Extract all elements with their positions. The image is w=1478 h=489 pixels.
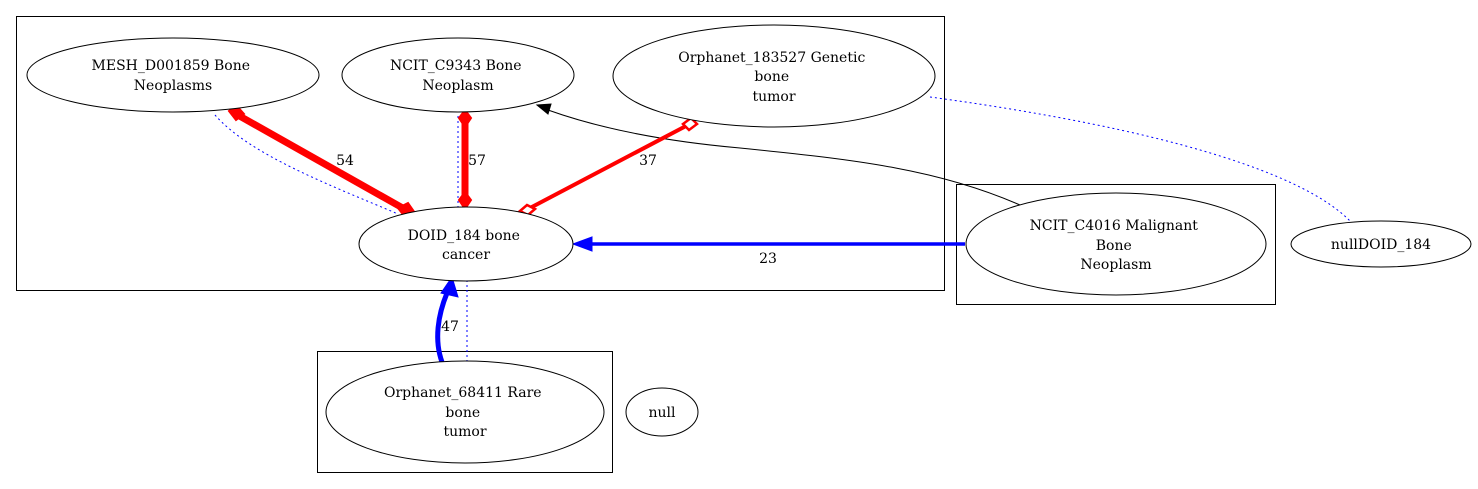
node-ncit-c4016[interactable]: NCIT_C4016 Malignant Bone Neoplasm	[965, 192, 1267, 296]
svg-text:MESH_D001859 Bone Neopla: MESH_D001859 Bone Neoplasms	[92, 58, 255, 94]
node-ncit-c9343[interactable]: NCIT_C9343 Bone Neoplasm	[341, 37, 575, 113]
edge-ncit4016-ncit9343	[547, 109, 1021, 206]
svg-text:Orphanet_183527 Genetic: Orphanet_183527 Genetic bone tumor	[678, 50, 869, 105]
node-mesh-d001859-line-2: Neoplasms	[134, 78, 212, 94]
node-orphanet-68411[interactable]: Orphanet_68411 Rare bone tumor	[325, 360, 605, 464]
node-orphanet-183527-line-3: tumor	[752, 89, 795, 105]
edge-orph183527-doid-diamond-start	[681, 116, 699, 132]
node-null-doid-184-line-1: nullDOID_184	[1331, 237, 1431, 253]
edge-ncit9343-doid	[457, 108, 473, 211]
edge-label-orph183527-doid: 37	[639, 153, 657, 169]
node-orphanet-183527[interactable]: Orphanet_183527 Genetic bone tumor	[612, 24, 936, 128]
svg-text:Orphanet_68411 Rare bone: Orphanet_68411 Rare bone tumor	[384, 385, 546, 440]
node-doid-184-line-1: DOID_184 bone	[408, 228, 520, 244]
svg-text:null: null	[649, 405, 677, 421]
edge-mesh-doid	[227, 103, 417, 219]
node-ncit-c4016-line-1: NCIT_C4016 Malignant	[1030, 218, 1199, 234]
edge-ncit4016-ncit9343-arrowhead	[535, 103, 552, 115]
node-ncit-c4016-line-2: Bone	[1096, 238, 1132, 254]
dotted-edge-mesh-doid	[214, 114, 399, 215]
node-doid-184-line-2: cancer	[442, 247, 490, 263]
node-orphanet-68411-line-1: Orphanet_68411 Rare	[384, 385, 542, 401]
node-ncit-c9343-line-2: Neoplasm	[422, 78, 493, 94]
cluster-orph68411	[317, 351, 613, 473]
node-null-doid-184[interactable]: nullDOID_184	[1290, 220, 1472, 268]
edge-orph183527-doid	[517, 116, 699, 217]
node-mesh-d001859[interactable]: MESH_D001859 Bone Neoplasms	[26, 37, 320, 113]
svg-text:DOID_184 bone cancer: DOID_184 bone cancer	[408, 228, 525, 263]
node-orphanet-183527-line-1: Orphanet_183527 Genetic	[678, 50, 865, 66]
dotted-edge-orph183527-nulldoid	[929, 96, 1351, 222]
edge-label-orph68411-doid: 47	[441, 319, 459, 335]
node-doid-184[interactable]: DOID_184 bone cancer	[358, 206, 574, 282]
node-orphanet-68411-line-3: tumor	[443, 424, 486, 440]
node-null-line-1: null	[649, 405, 677, 421]
edge-ncit4016-doid-arrowhead	[571, 236, 593, 252]
edge-orph68411-doid-arrowhead	[440, 275, 459, 298]
edge-label-ncit9343-doid: 57	[468, 153, 486, 169]
edge-orph68411-doid	[435, 275, 459, 363]
cluster-main	[16, 16, 945, 291]
node-ncit-c9343-line-1: NCIT_C9343 Bone	[390, 58, 522, 74]
node-mesh-d001859-line-1: MESH_D001859 Bone	[92, 58, 251, 74]
edge-ncit9343-doid-diamond-end	[457, 190, 473, 211]
node-orphanet-68411-line-2: bone	[445, 405, 480, 421]
node-null[interactable]: null	[625, 387, 699, 437]
node-ncit-c4016-line-3: Neoplasm	[1080, 257, 1151, 273]
edge-ncit9343-doid-diamond-start	[457, 108, 473, 129]
svg-text:NCIT_C4016 Malignant Bon: NCIT_C4016 Malignant Bone Neoplasm	[1030, 218, 1203, 273]
node-orphanet-183527-line-2: bone	[754, 69, 789, 85]
svg-text:NCIT_C9343 Bone Neoplasm: NCIT_C9343 Bone Neoplasm	[390, 58, 526, 94]
edge-ncit4016-doid	[571, 236, 965, 252]
edge-label-ncit4016-doid: 23	[759, 251, 777, 267]
edge-label-mesh-doid: 54	[336, 153, 354, 169]
svg-text:nullDOID_184: nullDOID_184	[1331, 237, 1431, 253]
